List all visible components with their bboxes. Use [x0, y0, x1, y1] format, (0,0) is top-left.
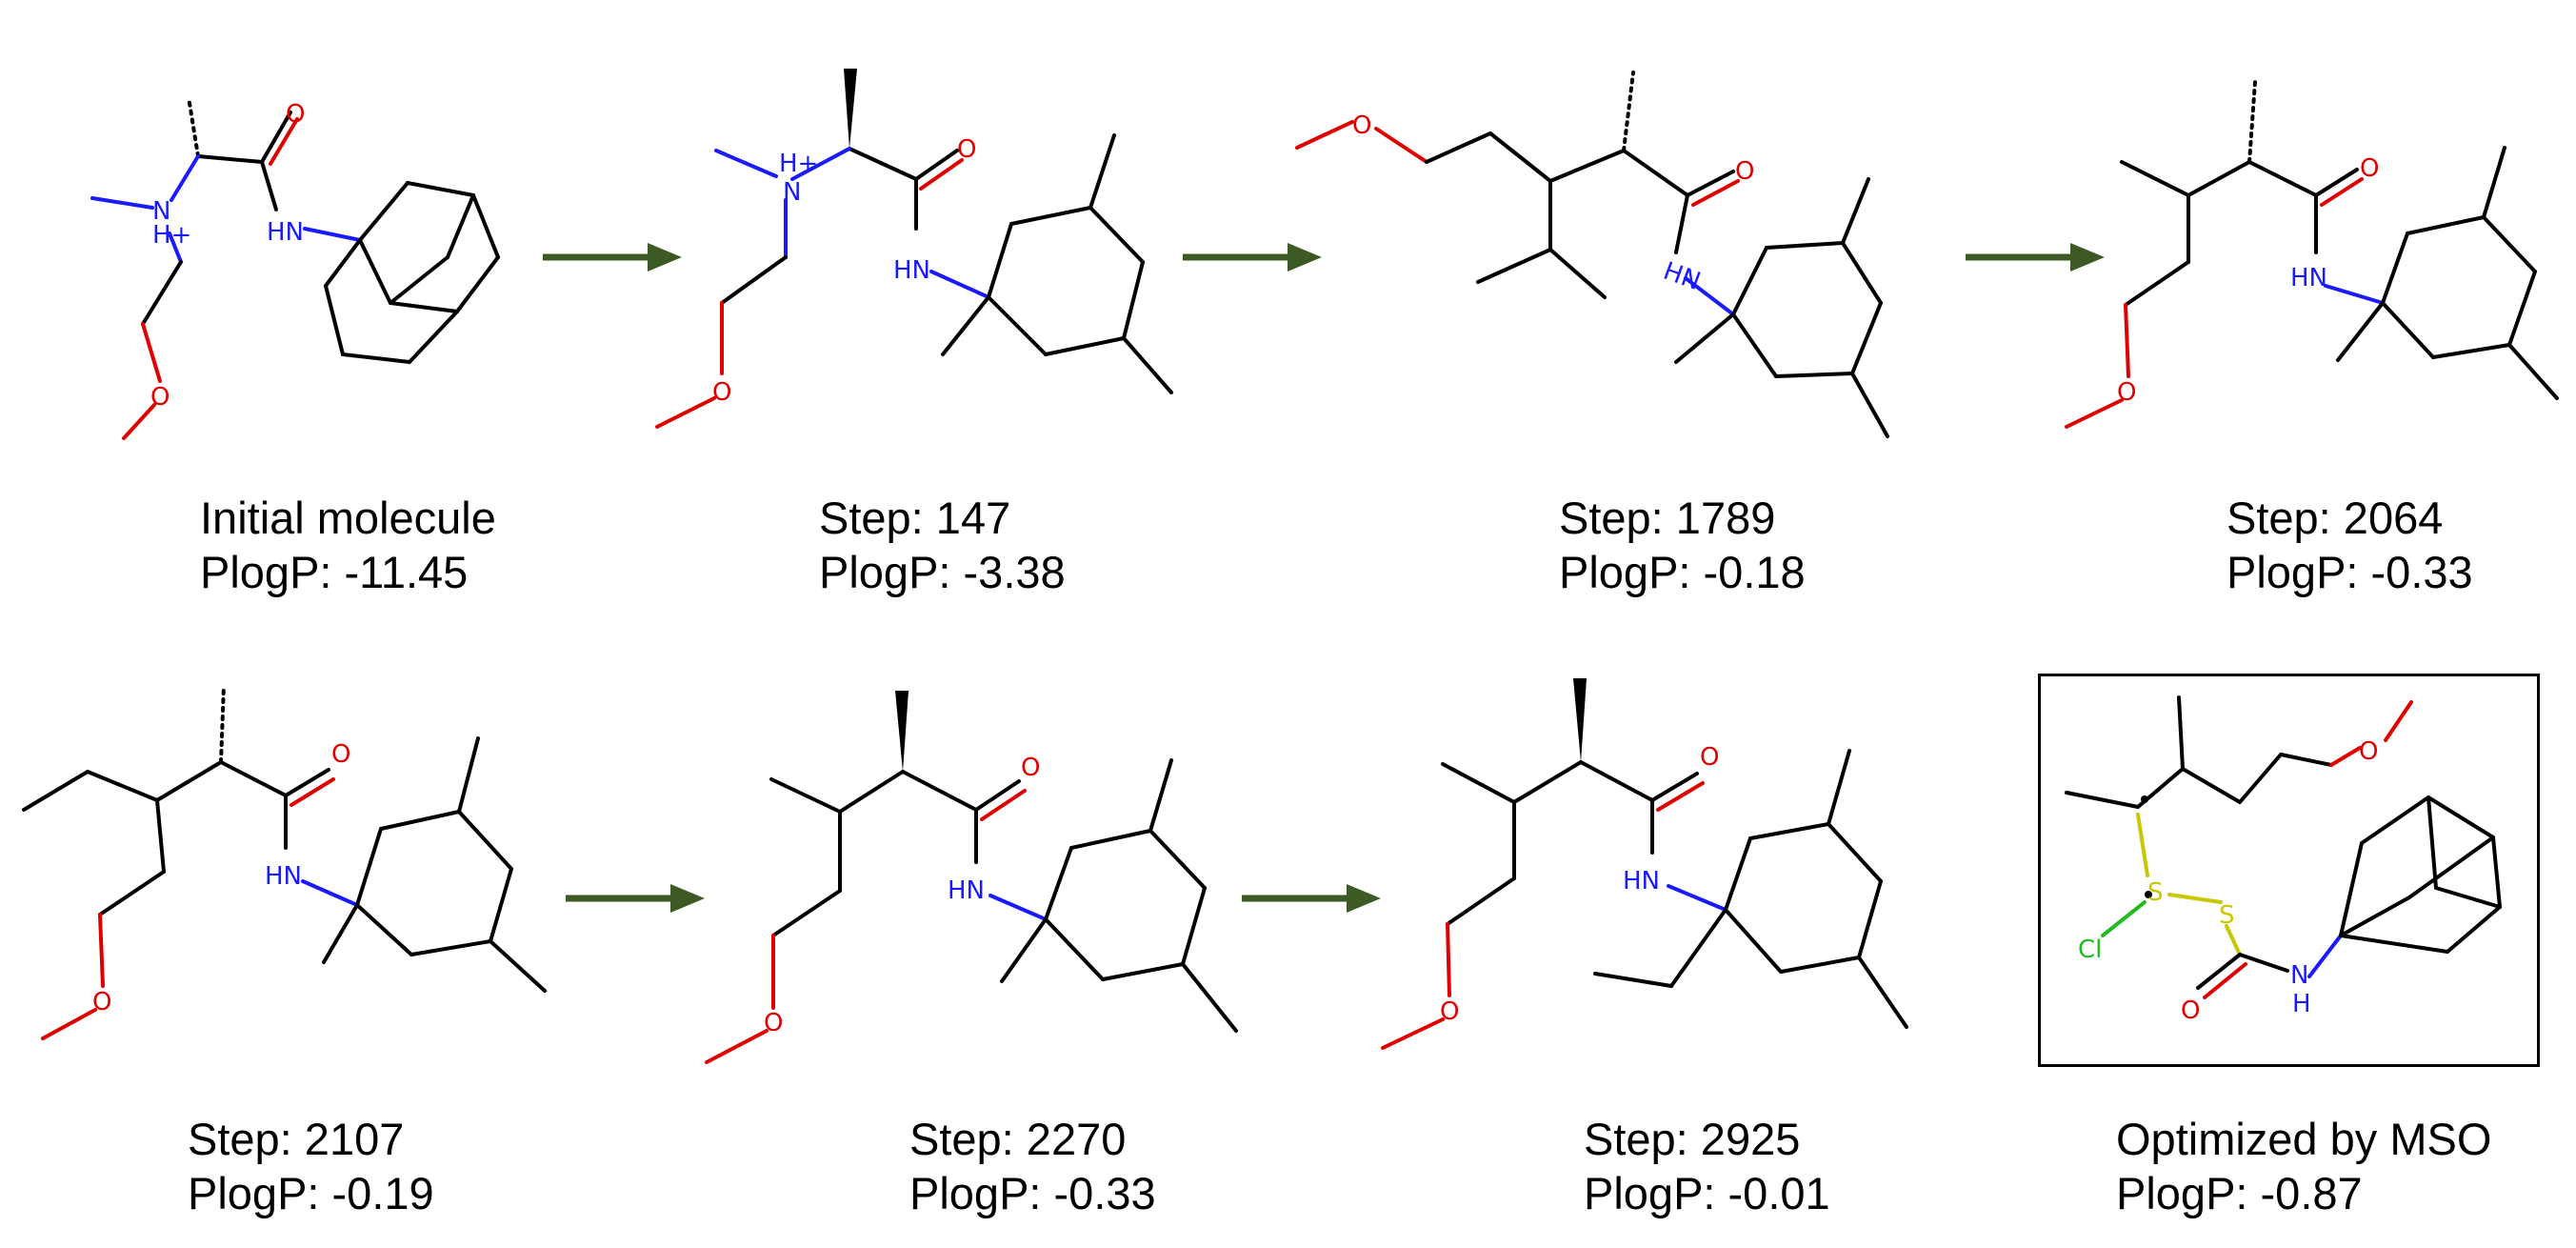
molecule-initial: N H+ O HN O [0, 0, 533, 481]
atom-o-ether: O [764, 1009, 783, 1037]
arrow-1 [543, 243, 682, 272]
molecule-step-2270: O HN O [686, 657, 1257, 1091]
caption-plogp: PlogP: -3.38 [819, 547, 1066, 597]
atom-o-ether: O [92, 988, 111, 1017]
caption-title: Initial molecule [200, 493, 496, 543]
optimized-molecule-frame [2038, 674, 2540, 1067]
atom-o: O [331, 740, 350, 769]
caption-step-2270: Step: 2270 PlogP: -0.33 [909, 1112, 1156, 1220]
atom-o: O [1021, 754, 1040, 782]
molecule-optimized-structure: S S Cl O O N H [2065, 695, 2502, 1025]
atom-o-ether: O [2117, 378, 2136, 407]
atom-o-ether: O [2359, 737, 2378, 766]
molecule-step-2107-structure: O HN O [22, 684, 547, 1040]
molecule-step-147: N H+ O HN O [638, 0, 1173, 481]
atom-hn: HN [893, 256, 930, 285]
molecule-step-2270-structure: O HN O [705, 691, 1238, 1064]
caption-title: Step: 1789 [1559, 493, 1776, 543]
radical-dot-sulfur [2145, 891, 2152, 898]
atom-s-1: S [2147, 878, 2164, 907]
caption-title: Step: 2064 [2227, 493, 2444, 543]
atom-hn: HN [265, 862, 302, 891]
radical-dot-carbon [2141, 795, 2148, 803]
molecule-step-1789-structure: O O HN [1295, 70, 1889, 438]
caption-plogp: PlogP: -0.01 [1584, 1168, 1830, 1218]
arrow-5 [1242, 884, 1381, 913]
arrow-3 [1966, 243, 2105, 272]
atom-h-plus: H+ [779, 150, 818, 178]
molecule-step-2107: O HN O [0, 657, 571, 1091]
caption-title: Step: 2270 [909, 1114, 1127, 1164]
molecule-step-2925: O HN O [1362, 657, 1933, 1091]
atom-hn: HN [2290, 264, 2327, 292]
caption-step-2107: Step: 2107 PlogP: -0.19 [188, 1112, 434, 1220]
caption-plogp: PlogP: -0.18 [1559, 547, 1806, 597]
caption-step-147: Step: 147 PlogP: -3.38 [819, 491, 1066, 599]
atom-o: O [2181, 996, 2200, 1025]
caption-plogp: PlogP: -11.45 [200, 547, 469, 597]
atom-o-ether: O [1440, 997, 1459, 1026]
atom-o: O [286, 100, 305, 129]
caption-step-2064: Step: 2064 PlogP: -0.33 [2227, 491, 2473, 599]
atom-o: O [957, 135, 976, 164]
atom-o: O [2360, 154, 2379, 183]
arrow-2 [1183, 243, 1322, 272]
caption-plogp: PlogP: -0.33 [909, 1168, 1156, 1218]
molecule-step-147-structure: N H+ O HN O [655, 69, 1173, 429]
caption-step-2925: Step: 2925 PlogP: -0.01 [1584, 1112, 1830, 1220]
atom-hn: HN [267, 218, 304, 247]
caption-initial: Initial molecule PlogP: -11.45 [200, 491, 496, 599]
atom-h: H [2292, 990, 2311, 1018]
caption-title: Step: 2925 [1584, 1114, 1801, 1164]
molecule-initial-structure: N H+ O HN O [90, 95, 500, 440]
atom-hn: HN [1660, 257, 1705, 297]
atom-o-ether: O [150, 383, 170, 412]
atom-hn: HN [948, 876, 985, 905]
arrow-4 [566, 884, 705, 913]
atom-o-ether: O [1352, 111, 1371, 140]
molecule-step-2925-structure: O HN O [1381, 678, 1908, 1050]
caption-plogp: PlogP: -0.33 [2227, 547, 2473, 597]
atom-cl: Cl [2078, 936, 2102, 964]
molecule-step-2064: O HN O [2047, 0, 2562, 481]
caption-plogp: PlogP: -0.87 [2116, 1168, 2363, 1218]
atom-n: N [783, 178, 801, 207]
caption-optimized: Optimized by MSO PlogP: -0.87 [2116, 1112, 2491, 1220]
molecule-step-1789: O O HN [1286, 0, 1895, 481]
atom-n: N [2290, 961, 2308, 990]
caption-title: Step: 2107 [188, 1114, 405, 1164]
atom-h-plus: H+ [152, 221, 191, 250]
caption-plogp: PlogP: -0.19 [188, 1168, 434, 1218]
molecule-step-2064-structure: O HN O [2065, 80, 2559, 429]
caption-title: Step: 147 [819, 493, 1011, 543]
atom-o: O [1735, 157, 1754, 186]
atom-nh-plus: N [152, 197, 170, 226]
atom-hn: HN [1623, 867, 1660, 896]
atom-o: O [1700, 743, 1719, 772]
caption-step-1789: Step: 1789 PlogP: -0.18 [1559, 491, 1806, 599]
atom-o-ether: O [712, 378, 731, 407]
caption-title: Optimized by MSO [2116, 1114, 2492, 1164]
atom-s-2: S [2219, 901, 2235, 930]
molecule-optimized-mso: S S Cl O O N H [2038, 674, 2540, 1072]
